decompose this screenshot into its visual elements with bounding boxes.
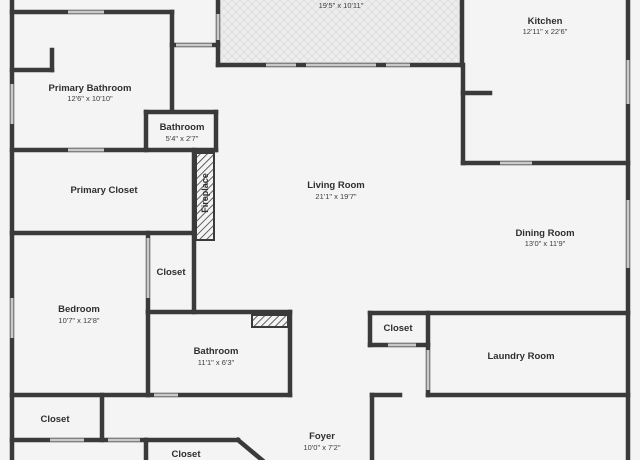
primary-bathroom-name: Primary Bathroom <box>49 83 132 94</box>
bedroom-name: Bedroom <box>58 304 100 315</box>
patio-dims: 19'5" x 10'11" <box>319 1 364 10</box>
small-bathroom-name: Bathroom <box>160 122 205 133</box>
dining-room-name: Dining Room <box>515 228 574 239</box>
primary-bathroom-dims: 12'6" x 10'10" <box>67 94 113 103</box>
fireplace-label: Fireplace <box>200 173 210 213</box>
bathroom-vanity <box>251 314 289 328</box>
patio-floor <box>220 0 462 63</box>
bedroom-closet-name: Closet <box>156 267 186 278</box>
kitchen-name: Kitchen <box>528 16 563 27</box>
foyer-dims: 10'0" x 7'2" <box>304 443 341 452</box>
living-room-name: Living Room <box>307 180 365 191</box>
kitchen-dims: 12'11" x 22'6" <box>523 27 568 36</box>
bathroom-dims: 11'1" x 6'3" <box>198 358 235 367</box>
fireplace-hatch <box>195 152 215 241</box>
primary-closet-name: Primary Closet <box>70 185 138 196</box>
dining-room-dims: 13'0" x 11'9" <box>525 239 566 248</box>
living-room-dims: 21'1" x 19'7" <box>315 192 356 201</box>
bottom-closet-name: Closet <box>171 449 201 460</box>
windows <box>10 10 630 442</box>
laundry-closet-name: Closet <box>383 323 413 334</box>
laundry-room-name: Laundry Room <box>487 351 554 362</box>
small-bathroom-dims: 5'4" x 2'7" <box>166 134 199 143</box>
bedroom-dims: 10'7" x 12'8" <box>58 316 99 325</box>
lower-left-closet-name: Closet <box>40 414 70 425</box>
bathroom-name: Bathroom <box>194 346 239 357</box>
foyer-name: Foyer <box>309 431 335 442</box>
